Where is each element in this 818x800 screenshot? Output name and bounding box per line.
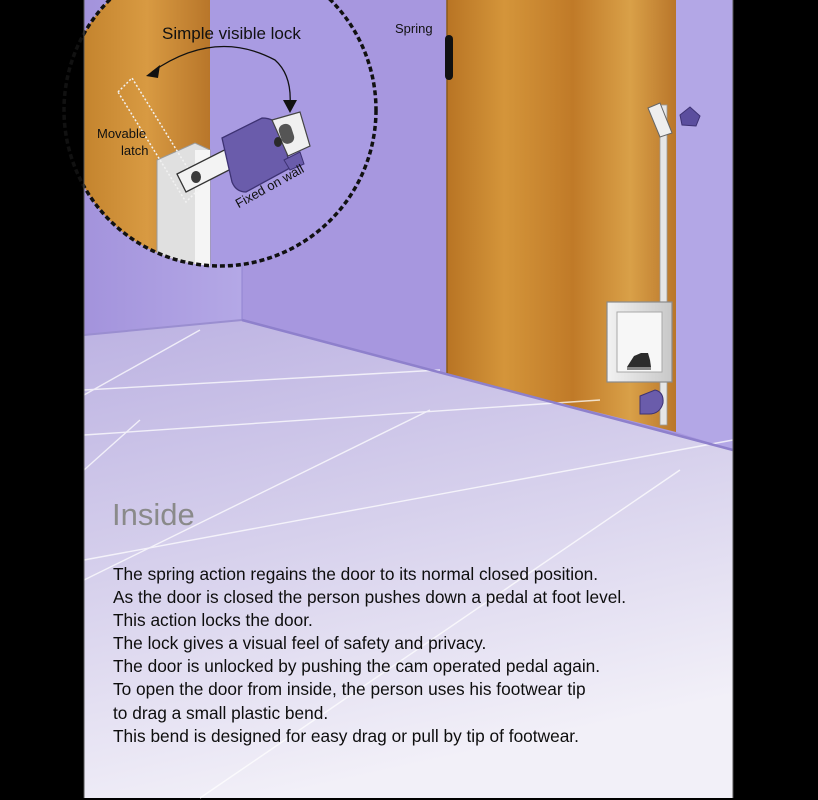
door-top-latch bbox=[647, 102, 673, 138]
right-wall bbox=[676, 0, 733, 450]
spring-label: Spring bbox=[395, 21, 433, 36]
description-line: As the door is closed the person pushes … bbox=[113, 587, 627, 608]
description-line: To open the door from inside, the person… bbox=[113, 679, 586, 700]
ghost-latch-outline bbox=[117, 76, 201, 204]
floor bbox=[84, 320, 733, 798]
footwear-icon bbox=[627, 353, 651, 367]
lock-title-label: Simple visible lock bbox=[162, 24, 301, 43]
lock-rod bbox=[659, 104, 668, 426]
description-line: This bend is designed for easy drag or p… bbox=[113, 725, 579, 746]
description-line: The spring action regains the door to it… bbox=[113, 564, 599, 584]
section-heading: Inside bbox=[112, 497, 195, 532]
rotation-arrow bbox=[151, 45, 291, 106]
movable-latch-label-line1: Movable bbox=[97, 126, 147, 141]
movable-latch-label-line2: latch bbox=[121, 143, 149, 158]
description-line: This action locks the door. bbox=[113, 610, 313, 631]
cam-pedal bbox=[639, 389, 664, 415]
wall-lock-block bbox=[679, 106, 701, 127]
description-line: The lock gives a visual feel of safety a… bbox=[113, 633, 487, 654]
description-line: to drag a small plastic bend. bbox=[113, 702, 329, 723]
floor-tiles bbox=[83, 329, 734, 799]
spring-icon bbox=[445, 35, 453, 80]
description-line: The door is unlocked by pushing the cam … bbox=[113, 656, 601, 677]
magnified-lock-inset bbox=[62, 0, 378, 268]
description-text: The spring action regains the door to it… bbox=[113, 563, 626, 748]
